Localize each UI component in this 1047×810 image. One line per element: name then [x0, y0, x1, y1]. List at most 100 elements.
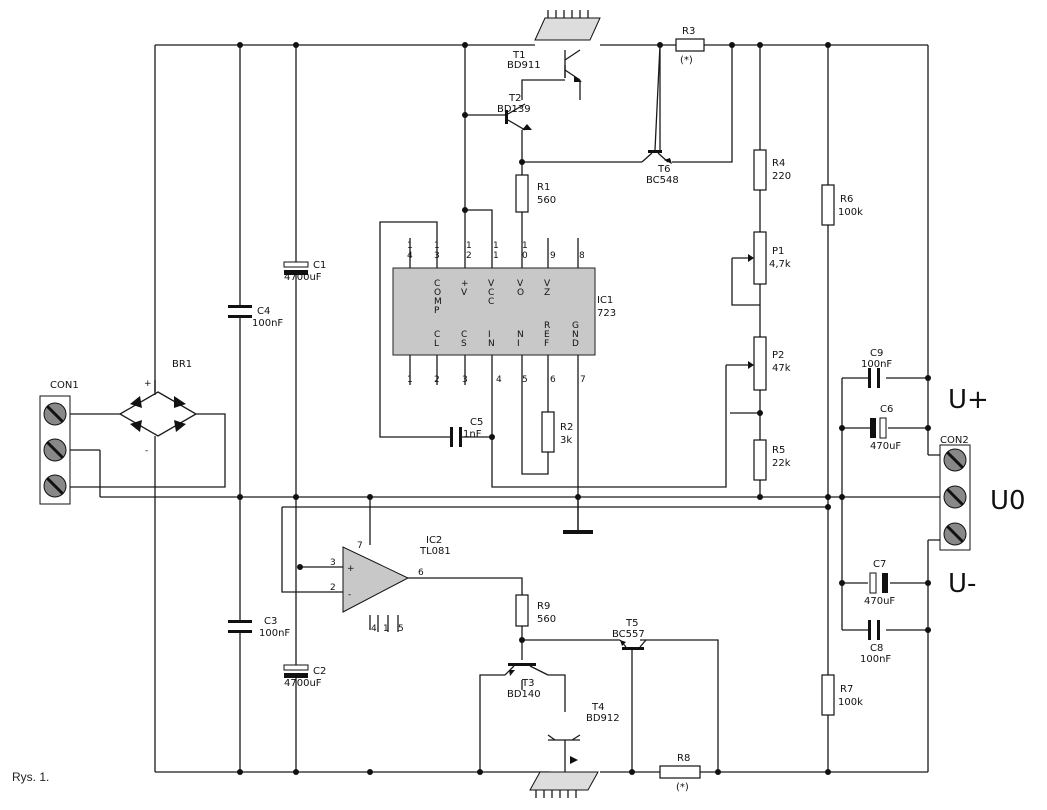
screw-terminal-2 — [943, 485, 967, 509]
ic1-comp: C — [434, 279, 440, 289]
ic2-plus: + — [347, 564, 355, 574]
bridge-label: BR1 — [172, 359, 192, 370]
ground-icon — [563, 530, 593, 534]
svg-text:O: O — [434, 288, 441, 298]
svg-text:M: M — [434, 297, 442, 307]
figure-caption: Rys. 1. — [12, 770, 49, 784]
r6-resistor — [821, 184, 835, 226]
t5-ref: T5 — [625, 618, 638, 629]
screw-terminal-1 — [43, 402, 67, 426]
c6-ref: C6 — [880, 404, 893, 415]
r3-resistor — [675, 38, 705, 52]
r9-resistor — [515, 594, 529, 627]
u-zero-label: U0 — [990, 486, 1026, 516]
c4-value: 100nF — [252, 318, 283, 329]
ic2-pin5: 5 — [398, 624, 404, 634]
con1-label: CON1 — [50, 380, 79, 391]
c9-capacitor — [868, 368, 880, 388]
r1-resistor — [515, 174, 529, 213]
ic1-pin-11: 1 — [493, 241, 499, 251]
ic1-pin-8: 8 — [579, 251, 585, 261]
r4-resistor — [753, 149, 767, 191]
r4-value: 220 — [772, 171, 791, 182]
ic2-minus: - — [348, 590, 351, 600]
t1-heatsink-icon — [534, 10, 601, 41]
svg-text:5: 5 — [522, 375, 528, 385]
ic1-pin-11b: 1 — [493, 251, 499, 261]
r1-ref: R1 — [537, 182, 550, 193]
t3-transistor — [504, 663, 549, 676]
c7-value: 470uF — [864, 596, 895, 607]
ic2-pin6: 6 — [418, 568, 424, 578]
c9-value: 100nF — [861, 359, 892, 370]
svg-text:1: 1 — [407, 375, 413, 385]
p1-potentiometer — [748, 231, 767, 285]
svg-text:6: 6 — [550, 375, 556, 385]
svg-text:2: 2 — [434, 375, 440, 385]
svg-text:N: N — [488, 339, 495, 349]
ic2-pin3: 3 — [330, 558, 336, 568]
screw-terminal-3 — [943, 522, 967, 546]
r7-value: 100k — [838, 697, 863, 708]
p2-ref: P2 — [772, 350, 784, 361]
svg-text:4: 4 — [496, 375, 502, 385]
c8-value: 100nF — [860, 654, 891, 665]
r2-ref: R2 — [560, 422, 573, 433]
svg-text:O: O — [517, 288, 524, 298]
r3-ref: R3 — [682, 26, 695, 37]
r2-value: 3k — [560, 435, 572, 446]
c3-capacitor — [228, 620, 252, 633]
t6-ref: T6 — [657, 164, 670, 175]
ic2-pin2: 2 — [330, 583, 336, 593]
c5-capacitor — [450, 427, 462, 447]
t6-part: BC548 — [646, 175, 679, 186]
ic1-ni: N — [517, 330, 524, 340]
r7-ref: R7 — [840, 684, 853, 695]
t2-ref: T2 — [508, 93, 521, 104]
r4-ref: R4 — [772, 158, 785, 169]
bridge-minus: - — [145, 446, 148, 456]
ic1-cs: C — [461, 330, 467, 340]
r2-resistor — [541, 411, 555, 453]
c4-ref: C4 — [257, 306, 270, 317]
c2-capacitor — [283, 664, 309, 678]
p2-potentiometer — [748, 336, 767, 391]
t4-ref: T4 — [591, 702, 604, 713]
junction-dots — [237, 42, 931, 775]
t3-ref: T3 — [521, 678, 534, 689]
ic1-ref: IC1 — [597, 295, 613, 306]
t5-part: BC557 — [612, 629, 645, 640]
ic2-opamp — [342, 546, 410, 613]
c1-capacitor — [283, 261, 309, 275]
r9-ref: R9 — [537, 601, 550, 612]
c2-ref: C2 — [313, 666, 326, 677]
svg-text:F: F — [544, 339, 549, 349]
svg-text:V: V — [461, 288, 468, 298]
r5-value: 22k — [772, 458, 791, 469]
ic1-pin-13: 1 — [434, 241, 440, 251]
wires — [70, 44, 942, 773]
c5-value: 1nF — [463, 429, 482, 440]
screw-terminal-3 — [43, 474, 67, 498]
p1-ref: P1 — [772, 246, 784, 257]
ic1-ref-pin: R — [544, 321, 550, 331]
ic1-pin-12b: 2 — [466, 251, 472, 261]
svg-text:7: 7 — [580, 375, 586, 385]
t6-transistor — [641, 44, 672, 164]
c3-ref: C3 — [264, 616, 277, 627]
svg-text:C: C — [488, 288, 494, 298]
p2-value: 47k — [772, 363, 791, 374]
svg-text:Z: Z — [544, 288, 550, 298]
ic1-bottom-labels: CL CS IN NI REF GND — [434, 321, 579, 349]
c1-ref: C1 — [313, 260, 326, 271]
c7-capacitor — [869, 572, 888, 594]
ic1-pin-13b: 3 — [434, 251, 440, 261]
r3-value: (*) — [680, 55, 693, 66]
t2-part: BD139 — [497, 104, 531, 115]
ic1-cl: C — [434, 330, 440, 340]
r5-ref: R5 — [772, 445, 785, 456]
ic1-pin-14b: 4 — [407, 251, 413, 261]
